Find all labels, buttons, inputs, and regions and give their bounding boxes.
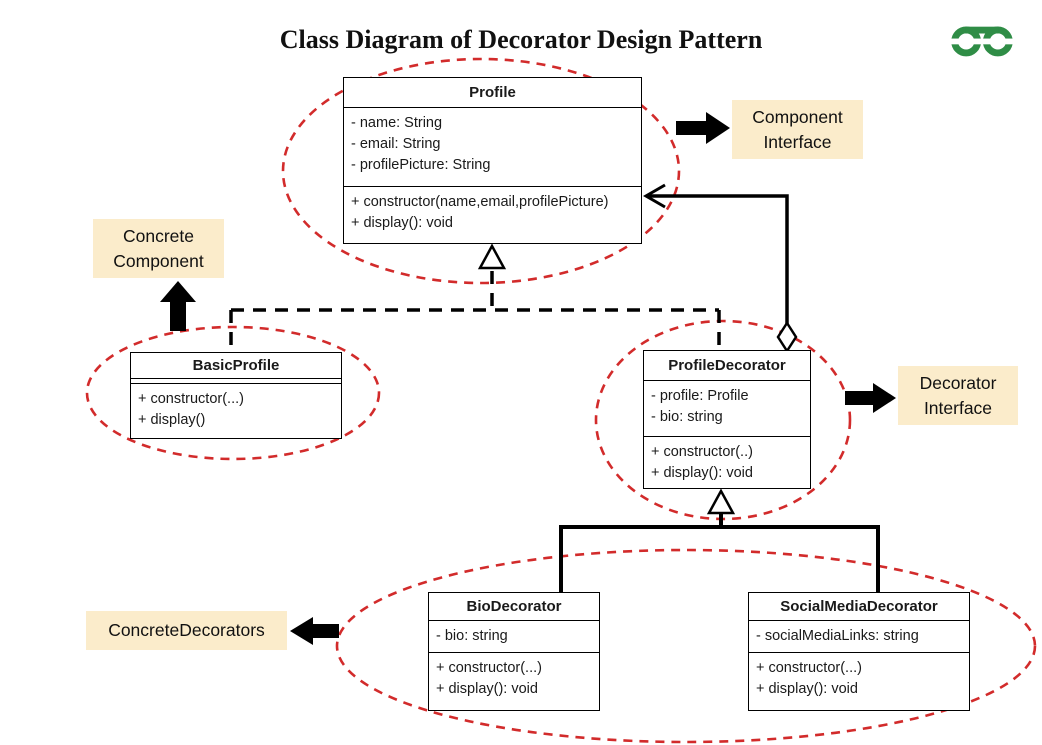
attribute-line: - socialMediaLinks: string: [756, 628, 919, 644]
label-component-interface: Component Interface: [732, 100, 863, 159]
method-line: + constructor(...): [138, 391, 244, 407]
class-name-profile: Profile: [344, 78, 641, 108]
arrow-to-concrete-component: [160, 281, 196, 331]
label-line: Decorator: [919, 372, 997, 393]
methods-section: + constructor(..) + display(): void: [644, 437, 810, 484]
attributes-section: - name: String - email: String - profile…: [344, 108, 641, 187]
logo-slit: [946, 38, 1018, 45]
class-box-bio-decorator: BioDecorator - bio: string + constructor…: [428, 592, 600, 711]
label-line: Component: [113, 250, 204, 271]
empty-attributes-section: [131, 379, 341, 384]
class-name-social-media-decorator: SocialMediaDecorator: [749, 593, 969, 621]
label-concrete-decorators: ConcreteDecorators: [86, 611, 287, 650]
attribute-line: - bio: string: [651, 409, 723, 425]
arrow-to-decorator-interface: [845, 383, 896, 413]
label-line: Component: [752, 106, 843, 127]
arrow-to-component-interface: [676, 112, 730, 144]
inheritance-lines: [559, 513, 880, 592]
method-line: + display(): void: [351, 215, 453, 231]
label-line: Concrete: [122, 225, 194, 246]
methods-section: + constructor(...) + display(): void: [749, 653, 969, 700]
red-ellipse-concrete-decorators: [335, 548, 1037, 744]
attributes-section: - socialMediaLinks: string: [749, 621, 969, 653]
method-line: + constructor(...): [436, 660, 542, 676]
method-line: + display(): [138, 412, 206, 428]
class-name-basic-profile: BasicProfile: [131, 353, 341, 379]
methods-section: + constructor(...) + display(): void: [429, 653, 599, 700]
class-box-profile: Profile - name: String - email: String -…: [343, 77, 642, 244]
geeksforgeeks-logo-icon: [946, 16, 1018, 69]
aggregation-diamond-icon: [776, 320, 798, 354]
methods-section: + constructor(name,email,profilePicture)…: [344, 187, 641, 234]
class-name-bio-decorator: BioDecorator: [429, 593, 599, 621]
label-line: Interface: [923, 397, 993, 418]
method-line: + constructor(..): [651, 444, 753, 460]
label-decorator-interface: Decorator Interface: [898, 366, 1018, 425]
attributes-section: - bio: string: [429, 621, 599, 653]
label-line: ConcreteDecorators: [108, 620, 265, 640]
method-line: + display(): void: [651, 465, 753, 481]
arrow-to-concrete-decorators: [290, 617, 339, 645]
class-box-basic-profile: BasicProfile + constructor(...) + displa…: [130, 352, 342, 439]
method-line: + constructor(name,email,profilePicture): [351, 194, 609, 210]
attribute-line: - profilePicture: String: [351, 157, 491, 173]
realization-dashed-lines: [229, 271, 721, 351]
label-concrete-component: Concrete Component: [93, 219, 224, 278]
methods-section: + constructor(...) + display(): [131, 384, 341, 431]
attribute-line: - name: String: [351, 115, 443, 131]
diagram-title: Class Diagram of Decorator Design Patter…: [279, 25, 763, 54]
aggregation-line: [648, 194, 789, 324]
attribute-line: - bio: string: [436, 628, 508, 644]
open-arrowhead-icon: [643, 183, 666, 209]
class-box-profile-decorator: ProfileDecorator - profile: Profile - bi…: [643, 350, 811, 489]
method-line: + display(): void: [756, 681, 858, 697]
attribute-line: - profile: Profile: [651, 388, 749, 404]
attribute-line: - email: String: [351, 136, 441, 152]
red-ellipse-basic-profile: [85, 325, 381, 461]
attributes-section: - profile: Profile - bio: string: [644, 381, 810, 437]
method-line: + display(): void: [436, 681, 538, 697]
class-name-profile-decorator: ProfileDecorator: [644, 351, 810, 381]
inheritance-triangle-icon: [706, 488, 736, 515]
logo-top-bar: [965, 26, 999, 34]
label-line: Interface: [763, 131, 832, 152]
realization-triangle-icon: [477, 243, 507, 270]
red-ellipse-profile: [281, 57, 681, 285]
method-line: + constructor(...): [756, 660, 862, 676]
class-box-social-media-decorator: SocialMediaDecorator - socialMediaLinks:…: [748, 592, 970, 711]
